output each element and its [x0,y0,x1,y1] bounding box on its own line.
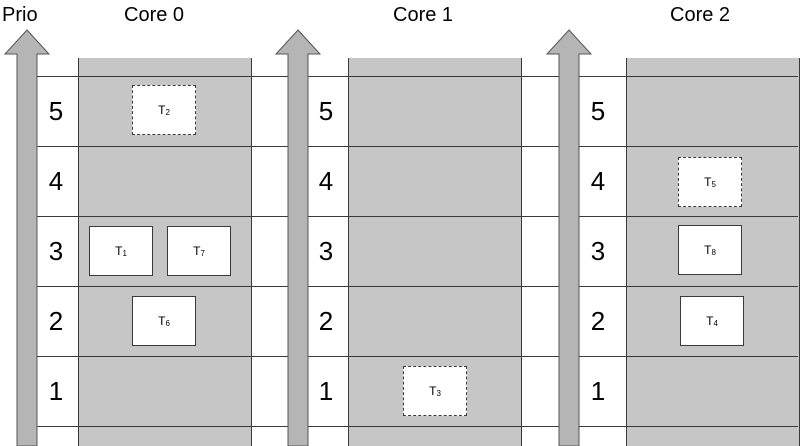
priority-axis-label: Prio [2,4,38,26]
priority-label: 3 [590,236,606,266]
priority-divider [35,356,798,357]
task-index: 3 [436,388,441,398]
task-index: 6 [165,318,170,328]
priority-divider [35,216,798,217]
task-index: 1 [122,248,127,258]
priority-label: 3 [48,236,64,266]
priority-label: 1 [318,376,334,406]
task-index: 8 [711,247,716,257]
priority-divider [35,286,798,287]
task-letter: T [704,243,712,257]
task-index: 4 [713,318,718,328]
core-0-header: Core 0 [124,4,185,26]
priority-arrow-icon [545,29,593,446]
priority-label: 2 [318,306,334,336]
task-index: 2 [165,107,170,117]
priority-divider [35,146,798,147]
core-1-header: Core 1 [393,4,454,26]
priority-label: 2 [590,306,606,336]
priority-divider [35,76,798,77]
task-letter: T [704,175,712,189]
priority-label: 4 [48,166,64,196]
priority-label: 5 [318,96,334,126]
task-letter: T [115,244,123,258]
task-letter: T [158,103,166,117]
priority-label: 4 [590,166,606,196]
priority-arrow-icon [274,29,322,446]
priority-label: 5 [590,96,606,126]
priority-label: 1 [590,376,606,406]
task-letter: T [193,244,201,258]
task-letter: T [429,384,437,398]
priority-arrow-icon [3,29,51,446]
priority-divider [35,426,798,427]
priority-label: 5 [48,96,64,126]
task-index: 5 [711,179,716,189]
task-index: 7 [200,248,205,258]
task-letter: T [706,314,714,328]
priority-label: 1 [48,376,64,406]
core-2-header: Core 2 [670,4,731,26]
priority-label: 3 [318,236,334,266]
task-letter: T [158,314,166,328]
priority-label: 4 [318,166,334,196]
priority-label: 2 [48,306,64,336]
